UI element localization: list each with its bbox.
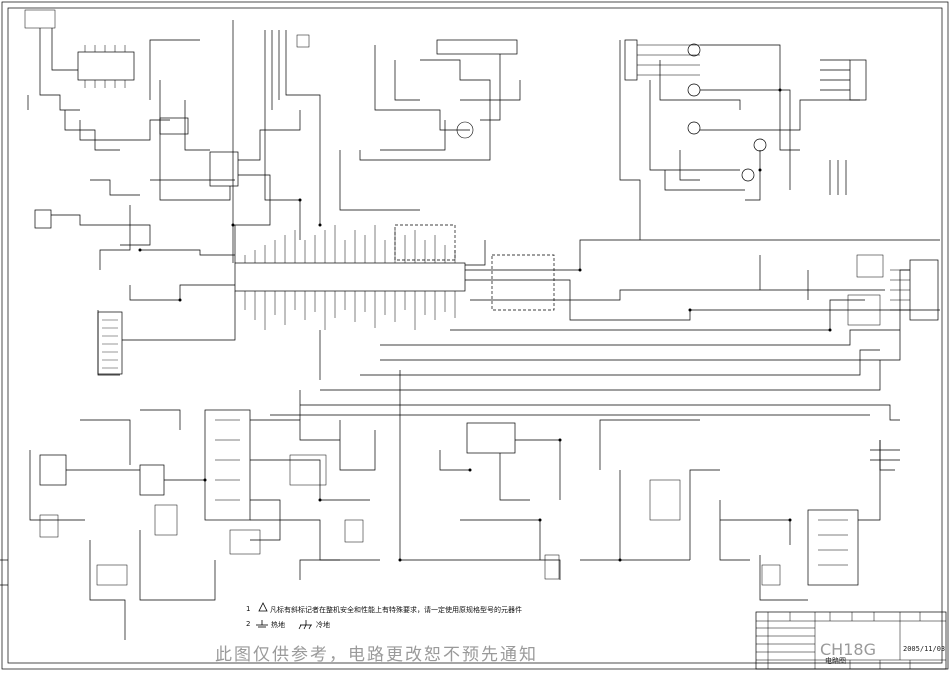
vertical-ic bbox=[466, 422, 516, 454]
warning-triangle-icon bbox=[258, 602, 268, 612]
fuse-block bbox=[39, 454, 67, 486]
model-name: CH18G bbox=[820, 640, 876, 659]
hot-ground-icon bbox=[256, 620, 268, 628]
sub-module bbox=[394, 224, 456, 261]
cold-ground-label: 冷地 bbox=[316, 621, 330, 629]
ir-receiver bbox=[34, 209, 52, 229]
key-board bbox=[97, 311, 123, 375]
audio-ic bbox=[436, 39, 518, 55]
junctions bbox=[138, 88, 832, 562]
ic-small-1 bbox=[159, 117, 189, 135]
note-2-number: 2 bbox=[246, 620, 251, 628]
note-1-number: 1 bbox=[246, 605, 251, 613]
hot-ground-label: 热地 bbox=[271, 621, 285, 629]
disclaimer-text: 此图仅供参考，电路更改恕不预先通知 bbox=[215, 645, 538, 665]
bridge-rectifier bbox=[139, 464, 165, 496]
ic-top-left bbox=[77, 51, 135, 81]
note-1-text: 凡标有斜标记者在整机安全和性能上有特殊要求，请一定使用原规格型号的元器件 bbox=[270, 606, 522, 614]
title-block bbox=[755, 611, 947, 670]
tuner-module bbox=[491, 254, 555, 311]
ic-eeprom bbox=[209, 151, 239, 187]
main-ic bbox=[234, 262, 466, 292]
flyback-transformer bbox=[807, 509, 859, 586]
switch-transformer bbox=[204, 409, 251, 521]
av-jack-left bbox=[624, 39, 638, 81]
drawing-date: 2005/11/03 bbox=[903, 645, 946, 653]
main-ic-pins bbox=[244, 225, 456, 330]
inner-border bbox=[7, 7, 943, 664]
right-connector bbox=[909, 259, 939, 321]
av-jack-right bbox=[849, 59, 867, 101]
drawing-name: 电路图 bbox=[825, 657, 846, 665]
cold-ground-icon bbox=[298, 620, 312, 630]
optocoupler bbox=[229, 529, 261, 555]
